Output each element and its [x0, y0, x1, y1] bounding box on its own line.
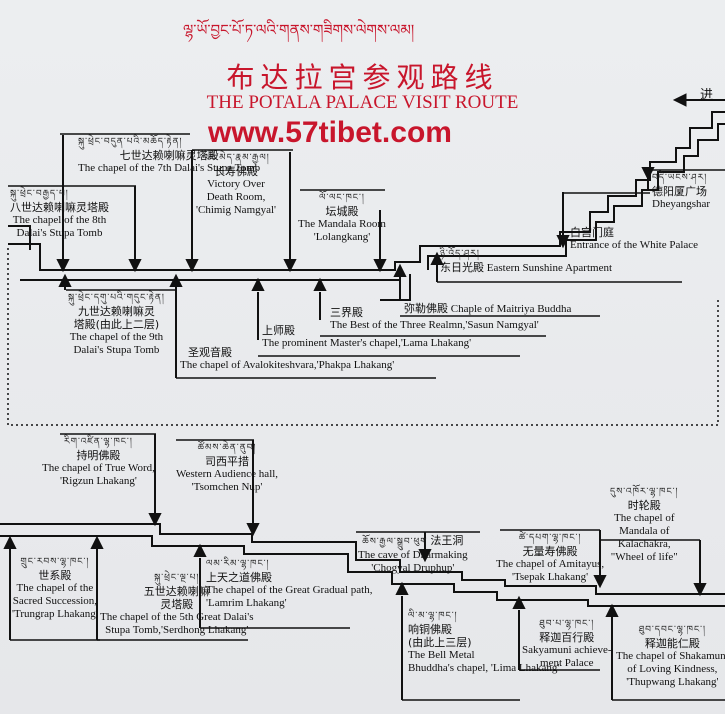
label-tsomchen[interactable]: ཚོམས་ཆེན་ནུབ། 司西平措 Western Audience hall…: [176, 443, 279, 493]
bottom-staircase: [0, 523, 725, 607]
label-8th-dalai[interactable]: སྐུ་ཕྲེང་བརྒྱད་པ། 八世达赖喇嘛灵塔殿 The chapel o…: [10, 189, 109, 239]
label-rules: [8, 133, 725, 701]
label-dheyangshar[interactable]: བདེ་ཡངས་ཤར། 德阳厦广场 Dheyangshar: [652, 173, 711, 210]
label-three-realm[interactable]: 三界殿 The Best of the Three Realmn,'Sasun …: [330, 306, 539, 331]
label-9th-dalai[interactable]: སྐུ་ཕྲེང་དགུ་པའི་གདུང་རྟེན། 九世达赖喇嘛灵 塔殿(由…: [68, 293, 165, 356]
label-eastern-sunshine[interactable]: ཉི་འོད་ཤར། 东日光殿 Eastern Sunshine Apartme…: [440, 249, 613, 274]
label-amitayus[interactable]: ཚེ་དཔག་ལྷ་ཁང་། 无量寿佛殿 The chapel of Amita…: [496, 533, 605, 583]
label-lima[interactable]: ལི་མ་ལྷ་ཁང་། 响铜佛殿 (由此上三层) The Bell Metal…: [408, 611, 560, 674]
entry-arrow: [672, 93, 725, 107]
label-death-room[interactable]: འཆི་མེད་རྣམ་རྒྱལ། 长寿佛殿 Victory Over Deat…: [196, 153, 277, 216]
label-maitriya[interactable]: 弥勒佛殿 Chaple of Maitriya Buddha: [404, 302, 572, 315]
label-white-palace[interactable]: 白宫门庭 Entrance of the White Palace: [570, 226, 699, 251]
label-trungrap[interactable]: གྲུང་རབས་ལྷ་ཁང་། 世系殿 The chapel of the S…: [12, 557, 98, 620]
label-5th-dalai[interactable]: སྐུ་ཕྲེང་ལྔ་པ། 五世达赖喇嘛 灵塔殿 The chapel of …: [100, 573, 254, 636]
tibetan-title: ལྷ་ཡོ་བྱང་པོ་ཏ་ལའི་གནས་གཟིགས་ལེགས་ལམ།: [183, 21, 415, 39]
chinese-title: 布达拉宫参观路线: [226, 61, 499, 94]
website-watermark[interactable]: www.57tibet.com: [208, 116, 452, 149]
dotted-connectors: [7, 248, 719, 426]
label-kalachakra[interactable]: དུས་འཁོར་ལྷ་ཁང་། 时轮殿 The chapel of Manda…: [610, 487, 679, 563]
english-title: THE POTALA PALACE VISIT ROUTE: [206, 92, 519, 113]
top-arrows: [56, 135, 655, 378]
label-lamrim[interactable]: ལམ་རིམ་ལྷ་ཁང་། 上天之道佛殿 The chapel of the …: [206, 559, 373, 609]
label-7th-dalai[interactable]: སྐུ་ཕྲེང་བདུན་པའི་མཆོད་རྟེན། 七世达赖喇嘛灵塔殿 T…: [78, 137, 261, 174]
label-mandala[interactable]: ལོ་ལང་ཁང་། 坛城殿 The Mandala Room 'Lolangk…: [298, 193, 386, 243]
label-phakpa[interactable]: 圣观音殿 The chapel of Avalokiteshvara,'Phak…: [180, 346, 395, 371]
label-lama-lhakang[interactable]: 上师殿 The prominent Master's chapel,'Lama …: [262, 324, 472, 349]
label-sakyamuni[interactable]: ཐུབ་པ་ལྷ་ཁང་། 释迦百行殿 Sakyamuni achieve- m…: [522, 619, 612, 669]
label-chogyal[interactable]: ཆོས་རྒྱལ་སྒྲུབ་ཕུག 法王洞 The cave of Dharm…: [358, 534, 468, 574]
label-thupwang[interactable]: ཐུབ་དབང་ལྷ་ཁང་། 释迦能仁殿 The chapel of Shak…: [616, 625, 725, 688]
bottom-arrows: [3, 434, 707, 700]
label-rigzun[interactable]: རིག་འཛིན་ལྷ་ཁང་། 持明佛殿 The chapel of True…: [42, 437, 155, 487]
